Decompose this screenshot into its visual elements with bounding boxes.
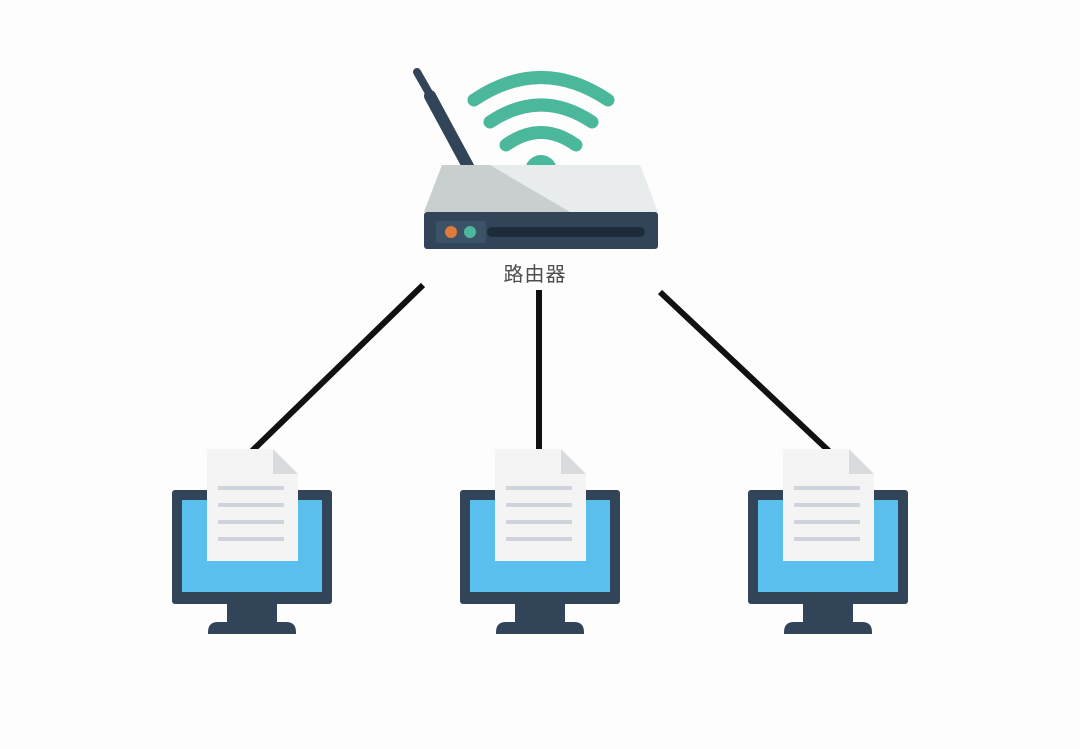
status-led-orange	[445, 226, 457, 238]
router-label: 路由器	[503, 262, 567, 286]
status-led-green	[464, 226, 476, 238]
document-icon	[495, 449, 586, 561]
connector-left	[248, 282, 426, 455]
wifi-signal-icon	[467, 71, 615, 152]
client-computer-2	[460, 449, 620, 634]
document-icon	[783, 449, 874, 561]
connectors	[248, 282, 833, 455]
connector-right	[657, 289, 833, 455]
wifi-router-icon	[413, 68, 658, 249]
client-computer-1	[172, 449, 332, 634]
client-computer-3	[748, 449, 908, 634]
document-icon	[207, 449, 298, 561]
